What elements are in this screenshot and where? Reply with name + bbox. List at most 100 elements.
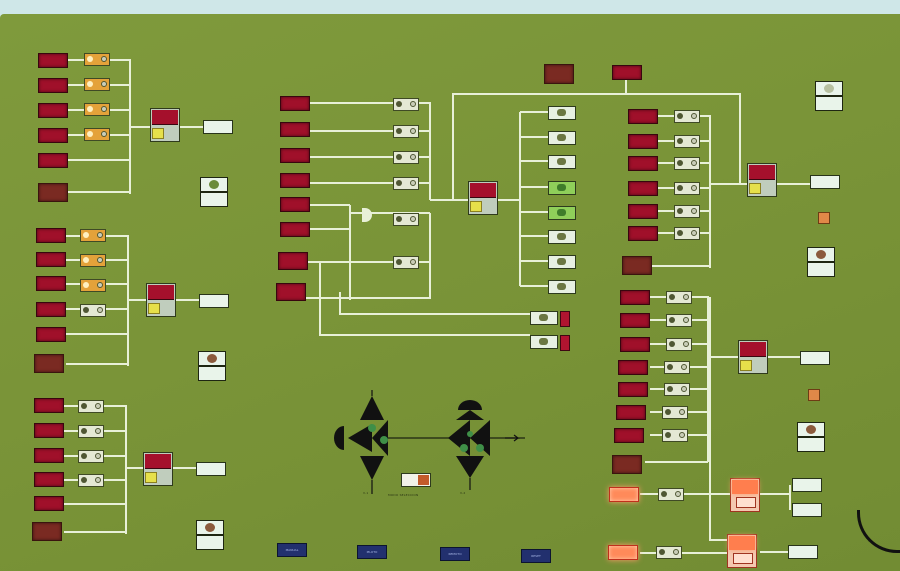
module-m1 <box>548 106 576 120</box>
valve-left-body <box>348 424 372 452</box>
valve-label-center: MODO SELECCION <box>388 493 419 497</box>
alarm-lamp-b3 <box>36 276 66 291</box>
output-display-g2 <box>792 503 822 517</box>
mode-button-piloto[interactable]: PILOTO <box>357 545 387 559</box>
alarm-lamp-a4 <box>38 128 68 143</box>
selector-switch-a1[interactable] <box>84 53 110 66</box>
selector-switch-d6[interactable] <box>393 256 419 269</box>
output-tab-d2 <box>560 335 570 351</box>
selector-switch-e1[interactable] <box>674 110 700 123</box>
selector-switch-c3[interactable] <box>78 450 104 463</box>
selector-switch-f1[interactable] <box>666 291 692 304</box>
mode-button-manual[interactable]: MANUAL <box>277 543 307 557</box>
alarm-lamp-c1 <box>34 398 64 413</box>
output-module-d1 <box>530 311 558 325</box>
status-indicator-c <box>196 520 224 550</box>
output-display-g3 <box>788 545 818 559</box>
alarm-lamp-a5 <box>38 153 68 168</box>
selector-switch-e3[interactable] <box>674 157 700 170</box>
selector-switch-c4[interactable] <box>78 474 104 487</box>
mode-button-remoto[interactable]: REMOTO <box>440 547 470 561</box>
alarm-lamp-d4 <box>280 173 310 188</box>
output-display-c <box>196 462 226 476</box>
selector-switch-b1[interactable] <box>80 229 106 242</box>
output-module-d2 <box>530 335 558 349</box>
alarm-lamp-e4 <box>628 181 658 196</box>
alarm-lamp-b2 <box>36 252 66 267</box>
selector-switch-e2[interactable] <box>674 135 700 148</box>
alarm-lamp-b4 <box>36 302 66 317</box>
alarm-lamp-f8 <box>612 455 642 474</box>
alarm-lamp-e3 <box>628 156 658 171</box>
logic-gate-g2 <box>727 534 757 568</box>
selector-switch-d1[interactable] <box>393 98 419 111</box>
selector-switch-f4[interactable] <box>664 361 690 374</box>
logic-gate-d <box>468 181 498 215</box>
selector-switch-f3[interactable] <box>666 338 692 351</box>
logic-gate-c <box>143 452 173 486</box>
selector-switch-a4[interactable] <box>84 128 110 141</box>
selector-switch-g1[interactable] <box>658 488 684 501</box>
selector-switch-g2[interactable] <box>656 546 682 559</box>
selector-switch-d2[interactable] <box>393 125 419 138</box>
alarm-lamp-f2 <box>620 313 650 328</box>
module-m7 <box>548 255 576 269</box>
selector-switch-c1[interactable] <box>78 400 104 413</box>
alarm-lamp-c4 <box>34 472 64 487</box>
alarm-lamp-top1 <box>544 64 574 84</box>
selector-switch-d4[interactable] <box>393 177 419 190</box>
valve-label-left: V-1 <box>363 491 369 495</box>
logic-gate-g1 <box>730 478 760 512</box>
selector-switch-b2[interactable] <box>80 254 106 267</box>
alarm-lamp-a2 <box>38 78 68 93</box>
power-cable <box>857 510 900 553</box>
selector-switch-d3[interactable] <box>393 151 419 164</box>
module-m2 <box>548 131 576 145</box>
alarm-lamp-b5 <box>36 327 66 342</box>
status-indicator-b <box>198 351 226 381</box>
alarm-lamp-f3 <box>620 337 650 352</box>
selector-switch-b3[interactable] <box>80 279 106 292</box>
logic-gate-a <box>150 108 180 142</box>
selector-switch-f2[interactable] <box>666 314 692 327</box>
alarm-lamp-a6 <box>38 183 68 202</box>
alarm-lamp-top2 <box>612 65 642 80</box>
selector-switch-a3[interactable] <box>84 103 110 116</box>
selector-switch-d5[interactable] <box>393 213 419 226</box>
valve-diagram <box>334 390 520 494</box>
alarm-lamp-d2 <box>280 122 310 137</box>
alarm-lamp-d8 <box>276 283 306 301</box>
selector-switch-e6[interactable] <box>674 227 700 240</box>
alarm-lamp-c6 <box>32 522 62 541</box>
mode-selector-toggle[interactable] <box>401 473 431 487</box>
valve-label-right: V-2 <box>460 491 466 495</box>
selector-switch-e4[interactable] <box>674 182 700 195</box>
module-m5 <box>548 206 576 220</box>
selector-switch-f5[interactable] <box>664 383 690 396</box>
alarm-lamp-f6 <box>616 405 646 420</box>
alarm-lamp-f7 <box>614 428 644 443</box>
alarm-lamp-e2 <box>628 134 658 149</box>
alarm-lamp-c5 <box>34 496 64 511</box>
alarm-lamp-e1 <box>628 109 658 124</box>
status-led-f <box>808 389 820 401</box>
output-display-a <box>203 120 233 134</box>
alarm-lamp-d6 <box>280 222 310 237</box>
selector-switch-c2[interactable] <box>78 425 104 438</box>
lit-lamp-g1 <box>609 487 639 502</box>
mode-button-reset[interactable]: RESET <box>521 549 551 563</box>
module-m8 <box>548 280 576 294</box>
selector-switch-b4[interactable] <box>80 304 106 317</box>
selector-switch-f6[interactable] <box>662 406 688 419</box>
output-display-f <box>800 351 830 365</box>
alarm-lamp-e6 <box>628 226 658 241</box>
alarm-lamp-d1 <box>280 96 310 111</box>
alarm-lamp-c2 <box>34 423 64 438</box>
alarm-lamp-e7 <box>622 256 652 275</box>
selector-switch-f7[interactable] <box>662 429 688 442</box>
status-indicator-f <box>797 422 825 452</box>
selector-switch-e5[interactable] <box>674 205 700 218</box>
selector-switch-a2[interactable] <box>84 78 110 91</box>
module-m6 <box>548 230 576 244</box>
logic-gate-e <box>747 163 777 197</box>
